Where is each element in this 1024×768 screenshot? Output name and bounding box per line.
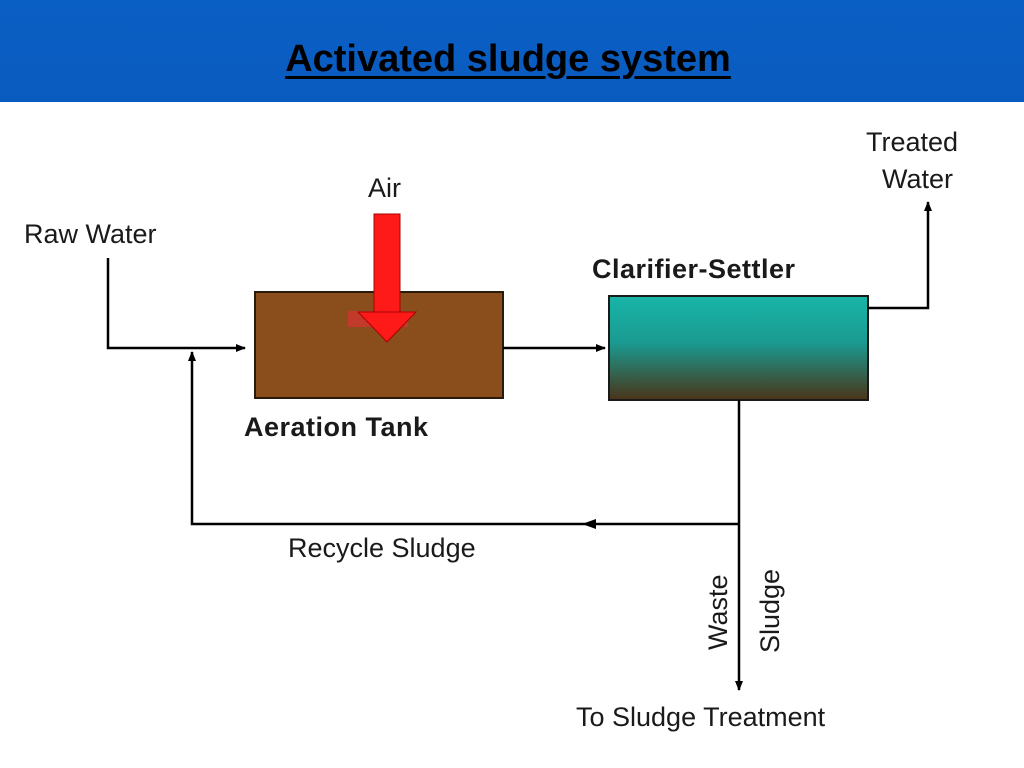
clarifier-settler-label: Clarifier-Settler	[592, 254, 796, 284]
title-banner	[0, 0, 1024, 102]
aeration-tank-label: Aeration Tank	[244, 412, 429, 442]
water-label: Water	[882, 164, 953, 194]
slide-title: Activated sludge system	[285, 38, 731, 80]
waste-label: Waste	[703, 574, 733, 650]
to-sludge-treatment-label: To Sludge Treatment	[576, 702, 826, 732]
raw-water-line	[106, 258, 246, 352]
air-arrow-icon	[348, 213, 418, 343]
recycle-sludge-line	[188, 351, 739, 526]
clarifier-settler-box	[608, 295, 869, 401]
sludge-label: Sludge	[755, 569, 785, 653]
treated-label: Treated	[866, 127, 958, 157]
treated-water-line	[868, 201, 932, 310]
raw-water-label: Raw Water	[24, 219, 157, 249]
air-label: Air	[368, 173, 401, 203]
recycle-sludge-label: Recycle Sludge	[288, 533, 476, 563]
recycle-arrowhead	[582, 519, 596, 529]
